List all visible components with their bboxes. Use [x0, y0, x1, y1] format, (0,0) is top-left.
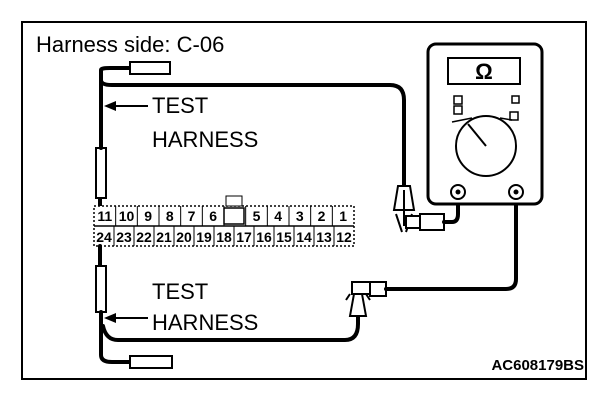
pin-8: 8	[166, 208, 174, 224]
pin-1: 1	[339, 208, 347, 224]
meter-lead-positive	[442, 190, 460, 224]
lower-harness-plug	[129, 355, 173, 369]
upper-alligator-clip	[392, 185, 445, 233]
upper-harness-plug	[129, 61, 171, 75]
figure-frame	[21, 21, 587, 380]
pin-20: 20	[176, 229, 192, 245]
lower-probe-tip	[95, 265, 107, 313]
lower-test-harness	[95, 244, 360, 369]
upper-test-harness	[95, 61, 406, 214]
pin-14: 14	[296, 229, 312, 245]
pin-7: 7	[188, 208, 196, 224]
pin-16: 16	[256, 229, 272, 245]
pin-15: 15	[276, 229, 292, 245]
ohm-symbol: Ω	[475, 59, 493, 84]
pin-23: 23	[116, 229, 132, 245]
pin-11: 11	[97, 208, 112, 224]
pin-5: 5	[253, 208, 261, 224]
lower-label-line1: TEST	[152, 279, 208, 304]
pin-9: 9	[144, 208, 152, 224]
ohmmeter-icon: Ω	[426, 42, 544, 206]
lower-alligator-clip	[345, 281, 387, 317]
upper-harness-label: TEST HARNESS	[104, 93, 258, 152]
meter-display	[447, 57, 521, 85]
pin-22: 22	[136, 229, 152, 245]
lower-label-line2: HARNESS	[152, 310, 258, 335]
pin-6: 6	[209, 208, 217, 224]
pin-24: 24	[96, 229, 112, 245]
upper-probe-tip	[95, 147, 107, 199]
lower-harness-label: TEST HARNESS	[104, 279, 258, 335]
pin-10: 10	[119, 208, 135, 224]
pin-21: 21	[156, 229, 172, 245]
meter-lead-negative	[384, 190, 518, 291]
pin-13: 13	[316, 229, 332, 245]
pin-12: 12	[336, 229, 352, 245]
upper-label-line1: TEST	[152, 93, 208, 118]
pin-3: 3	[296, 208, 304, 224]
pin-17: 17	[236, 229, 252, 245]
figure-code: AC608179BS	[491, 357, 584, 374]
pin-18: 18	[216, 229, 232, 245]
pin-19: 19	[196, 229, 212, 245]
pin-4: 4	[274, 208, 282, 224]
harness-title: Harness side: C-06	[36, 32, 224, 57]
upper-label-line2: HARNESS	[152, 127, 258, 152]
pin-2: 2	[318, 208, 326, 224]
